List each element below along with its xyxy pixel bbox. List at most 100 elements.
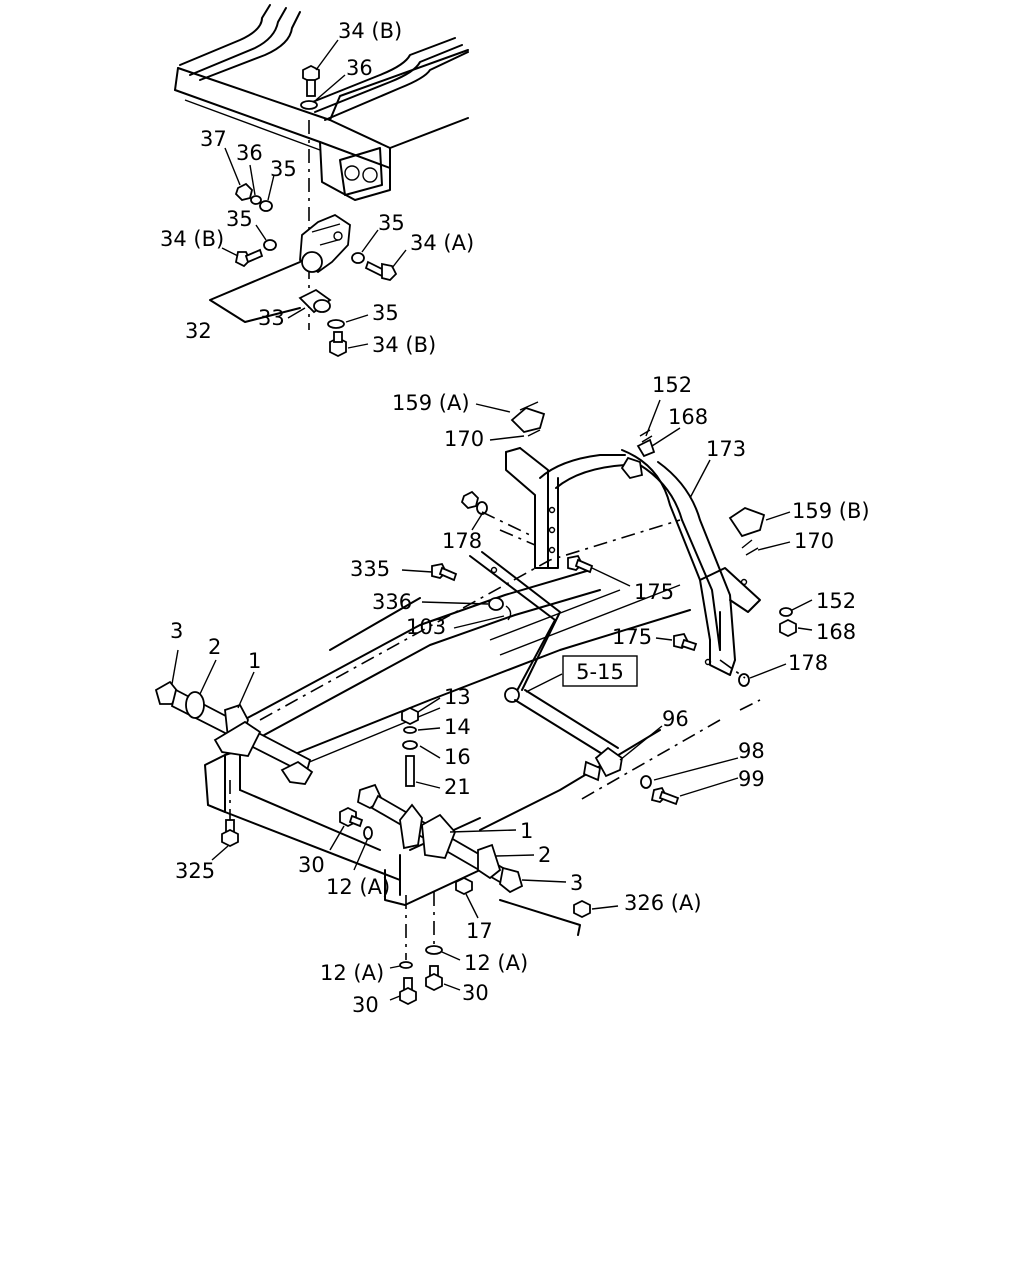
main-frame-rails [239,519,761,936]
label-2-left: 2 [208,635,221,659]
washer-35-b [263,239,277,251]
label-159a: 159 (A) [392,391,470,415]
nut-168-top [636,438,656,458]
label-1-right: 1 [520,819,533,843]
label-99: 99 [738,767,765,791]
label-35-c: 35 [378,211,405,235]
washer-35-a [259,200,273,212]
label-17: 17 [466,919,493,943]
reference-box-label: 5-15 [576,660,624,684]
washer-98 [640,775,652,789]
washer-16 [402,740,418,750]
leaders-lower [171,399,813,1001]
label-103: 103 [406,615,446,639]
label-30-mid: 30 [298,853,325,877]
label-35-b: 35 [226,207,253,231]
pin-103 [505,605,512,621]
label-36-top: 36 [346,56,373,80]
label-12a-low-left: 12 (A) [320,961,384,985]
label-159b: 159 (B) [792,499,870,523]
label-325: 325 [175,859,215,883]
label-152-top: 152 [652,373,692,397]
bracket-96 [582,746,623,782]
centerline-178 [481,511,531,536]
bolt-30-mid [339,806,364,828]
bolt-34b-top [302,64,320,97]
label-335: 335 [350,557,390,581]
label-168-right: 168 [816,620,856,644]
label-12a-mid: 12 (A) [326,875,390,899]
label-34b-top: 34 (B) [338,19,402,43]
bolt-325 [221,819,239,848]
nut-326a [573,899,591,919]
bracket-32 [299,213,351,274]
spring-170-right [741,539,759,556]
frame-rail-top [174,4,469,201]
label-35-a: 35 [270,157,297,181]
label-173: 173 [706,437,746,461]
reference-box [562,655,638,687]
label-34b-bottom: 34 (B) [372,333,436,357]
label-152-right: 152 [816,589,856,613]
label-34a: 34 (A) [410,231,474,255]
label-34b-left: 34 (B) [160,227,224,251]
washer-178-right [738,673,750,687]
bolt-99 [650,786,680,806]
washer-35-c [351,252,365,264]
washer-36-top [300,100,318,110]
bolt-30-low-right [425,965,443,992]
nut-17 [455,876,473,896]
label-326a: 326 (A) [624,891,702,915]
label-175-mid: 175 [634,580,674,604]
label-3-left: 3 [170,619,183,643]
label-98: 98 [738,739,765,763]
label-37: 37 [200,127,227,151]
bolt-175-mid [567,554,594,574]
nut-168-right [779,618,797,638]
leaders-top [221,39,407,349]
spring-170-top [527,429,541,437]
leader-32 [209,261,301,323]
label-2-right: 2 [538,843,551,867]
label-14: 14 [444,715,471,739]
label-21: 21 [444,775,471,799]
washer-12a-low-left [399,961,413,969]
bolt-34a [364,260,398,281]
label-175-low: 175 [612,625,652,649]
washer-36-mid [250,195,262,205]
label-13: 13 [444,685,471,709]
label-12a-low-right: 12 (A) [464,951,528,975]
label-170-right: 170 [794,529,834,553]
washer-14 [403,726,417,734]
label-168-top: 168 [668,405,708,429]
label-3-right: 3 [570,871,583,895]
nut-37 [234,182,253,201]
label-178-right: 178 [788,651,828,675]
right-shaft [357,783,524,894]
bolt-335 [431,562,458,582]
bumper-159b [728,506,766,538]
label-33: 33 [258,306,285,330]
bolt-175-low [673,632,698,652]
label-32: 32 [185,319,212,343]
nut-178-top [460,490,479,509]
swing-arm-103 [469,551,619,761]
label-16: 16 [444,745,471,769]
label-30-low-right: 30 [462,981,489,1005]
spare-tire-carrier-173 [505,447,761,676]
label-96: 96 [662,707,689,731]
part-labels: 34 (B) 36 37 36 35 35 35 34 (A) 34 (B) 3… [160,19,870,1017]
label-170-top: 170 [444,427,484,451]
label-35-d: 35 [372,301,399,325]
label-30-low-left: 30 [352,993,379,1017]
bushing-33 [298,288,332,314]
left-shaft [154,680,314,785]
washer-12a-mid [363,826,373,840]
nut-13 [401,706,419,726]
label-1-left: 1 [248,649,261,673]
bolt-34b-left [234,248,264,268]
bolt-30-low-left [399,977,417,1006]
bumper-159a [510,401,546,433]
